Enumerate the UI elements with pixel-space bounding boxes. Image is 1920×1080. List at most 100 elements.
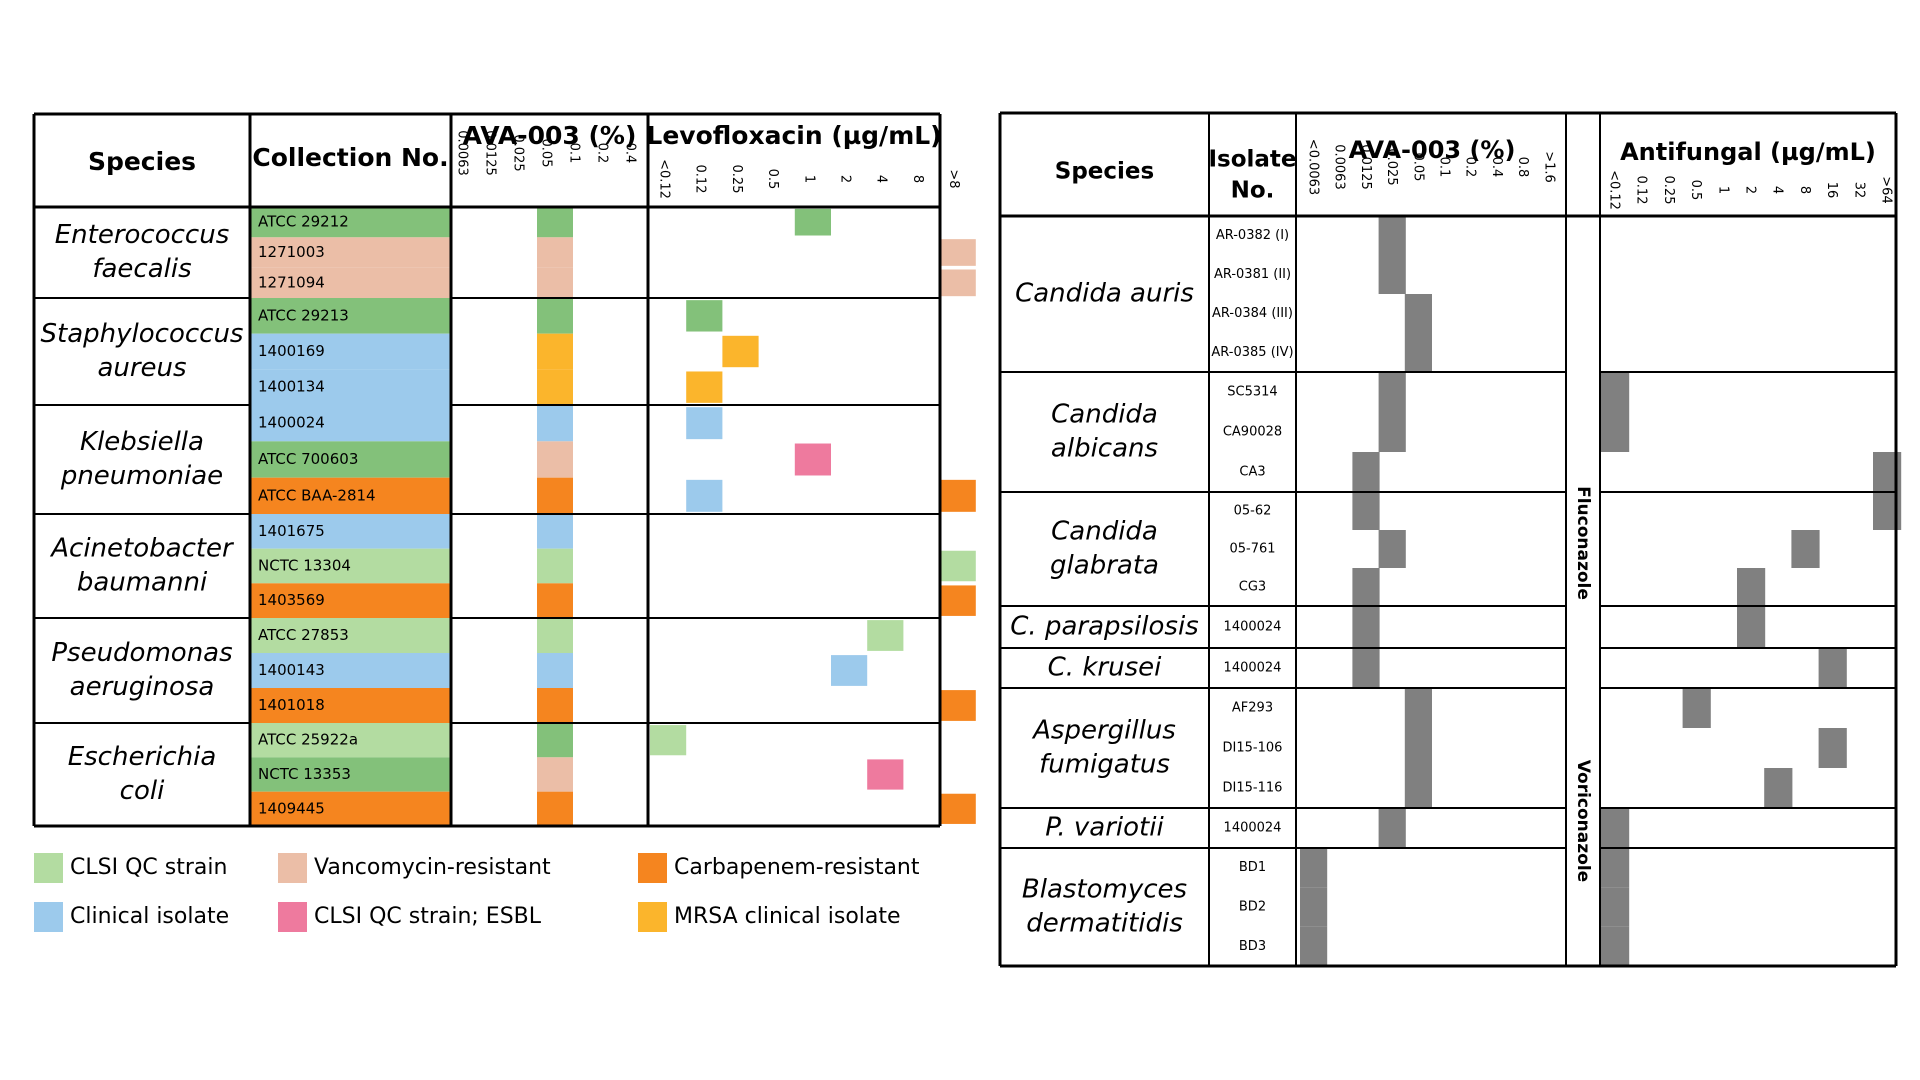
species-label: dermatitidis — [1026, 909, 1183, 939]
species-label: Candida — [1051, 400, 1158, 430]
species-label: glabrata — [1050, 551, 1159, 581]
species-label: baumanni — [77, 568, 208, 598]
antifungal-mic-mark — [1682, 688, 1711, 728]
levo-tick-label: <0.12 — [657, 159, 672, 199]
ava-mic-mark — [1404, 294, 1432, 333]
collection-cell-bg — [251, 653, 450, 688]
antifungal-mic-mark — [1601, 887, 1630, 927]
ava-tick-label: 0.025 — [1384, 148, 1399, 185]
collection-cell-bg — [251, 369, 450, 405]
antifungal-header: Antifungal (µg/mL) — [1620, 138, 1876, 166]
collection-cell-bg — [251, 477, 450, 514]
ava-tick-label: 0.4 — [623, 143, 638, 164]
collection-cell-bg — [251, 207, 450, 238]
ava-mic-mark — [1404, 688, 1432, 728]
collection-no-label: ATCC 700603 — [258, 450, 358, 468]
ava-mic-mark — [537, 207, 573, 238]
antifungal-tick-label: 32 — [1851, 182, 1866, 199]
levofloxacin-header: Levofloxacin (µg/mL) — [646, 121, 941, 150]
collection-cell-bg — [251, 688, 450, 723]
legend-swatch — [34, 853, 63, 883]
levo-mic-mark — [686, 300, 723, 332]
isolate-no-label: 05-62 — [1234, 504, 1272, 519]
ava-mic-mark — [1404, 333, 1432, 372]
species-label: coli — [120, 776, 165, 806]
levo-mic-mark — [939, 239, 976, 266]
antifungal-tick-label: 1 — [1715, 186, 1730, 194]
levo-mic-mark — [939, 585, 976, 616]
levo-tick-label: 0.5 — [765, 169, 780, 190]
ava-mic-mark — [537, 653, 573, 688]
collection-cell-bg — [251, 333, 450, 370]
levo-mic-mark — [939, 479, 976, 512]
levo-tick-label: 4 — [874, 175, 889, 183]
legend-label: Carbapenem-resistant — [674, 855, 920, 880]
collection-cell-bg — [251, 405, 450, 442]
antifungal-mic-mark — [1737, 606, 1766, 648]
species-label: albicans — [1051, 434, 1158, 464]
collection-cell-bg — [251, 723, 450, 758]
ava-mic-mark — [1352, 648, 1380, 688]
levo-mic-mark — [722, 335, 759, 368]
collection-no-label: ATCC 29213 — [258, 306, 349, 324]
antifungal-mic-mark — [1601, 372, 1630, 412]
species-label: Pseudomonas — [51, 638, 232, 668]
antifungal-tick-label: 0.5 — [1688, 180, 1703, 201]
collection-header: Collection No. — [252, 143, 448, 172]
levo-mic-mark — [794, 443, 831, 476]
species-label: Blastomyces — [1022, 875, 1187, 905]
antifungal-mic-mark — [1601, 926, 1630, 966]
ava-mic-mark — [537, 791, 573, 826]
species-label: fumigatus — [1039, 750, 1170, 780]
collection-no-label: 1400134 — [258, 378, 325, 396]
isolate-no-label: CA90028 — [1223, 425, 1282, 440]
collection-no-label: NCTC 13353 — [258, 765, 351, 783]
ava-mic-mark — [1378, 808, 1406, 848]
ava-header: AVA-003 (%) — [1349, 136, 1516, 164]
ava-tick-label: 0.05 — [1410, 153, 1425, 182]
ava-tick-label: <0.0063 — [1306, 139, 1321, 195]
levo-tick-label: 0.25 — [729, 165, 744, 194]
collection-cell-bg — [251, 583, 450, 618]
species-label: aureus — [97, 353, 186, 383]
legend-label: MRSA clinical isolate — [674, 904, 901, 929]
species-label: C. krusei — [1048, 653, 1162, 683]
levo-mic-mark — [939, 550, 976, 582]
species-label: Candida auris — [1015, 279, 1194, 309]
isolate-no-label: AR-0381 (II) — [1214, 267, 1291, 282]
species-label: Escherichia — [68, 742, 217, 772]
collection-no-label: ATCC 27853 — [258, 626, 349, 644]
antifungal-mic-mark — [1791, 530, 1820, 568]
ava-mic-mark — [1352, 568, 1380, 606]
collection-cell-bg — [251, 267, 450, 298]
ava-mic-mark — [1404, 728, 1432, 768]
ava-tick-label: 0.0063 — [1332, 144, 1347, 190]
ava-tick-label: 0.0125 — [483, 130, 498, 176]
legend-swatch — [278, 853, 307, 883]
levo-mic-mark — [867, 759, 904, 790]
isolate-no-label: BD1 — [1239, 860, 1266, 875]
ava-mic-mark — [537, 757, 573, 792]
collection-no-label: 1400169 — [258, 342, 325, 360]
ava-header: AVA-003 (%) — [463, 121, 637, 150]
antifungal-mic-mark — [1737, 568, 1766, 606]
antifungal-mic-mark — [1601, 848, 1630, 888]
collection-no-label: NCTC 13304 — [258, 557, 351, 575]
antifungal-mic-mark — [1601, 808, 1630, 848]
isolate-header: No. — [1231, 178, 1275, 204]
levo-mic-mark — [686, 371, 723, 403]
ava-mic-mark — [1378, 530, 1406, 568]
isolate-no-label: DI15-116 — [1223, 781, 1283, 796]
collection-cell-bg — [251, 441, 450, 478]
ava-mic-mark — [537, 333, 573, 370]
isolate-no-label: CA3 — [1239, 465, 1265, 480]
species-label: pneumoniae — [60, 461, 223, 491]
ava-tick-label: 0.2 — [1463, 157, 1478, 178]
isolate-no-label: BD2 — [1239, 900, 1266, 915]
collection-no-label: 1403569 — [258, 591, 325, 609]
legend-label: CLSI QC strain; ESBL — [314, 904, 542, 929]
ava-mic-mark — [537, 618, 573, 653]
levo-mic-mark — [686, 407, 723, 440]
species-label: Aspergillus — [1031, 716, 1176, 746]
ava-tick-label: 0.8 — [1515, 157, 1530, 178]
